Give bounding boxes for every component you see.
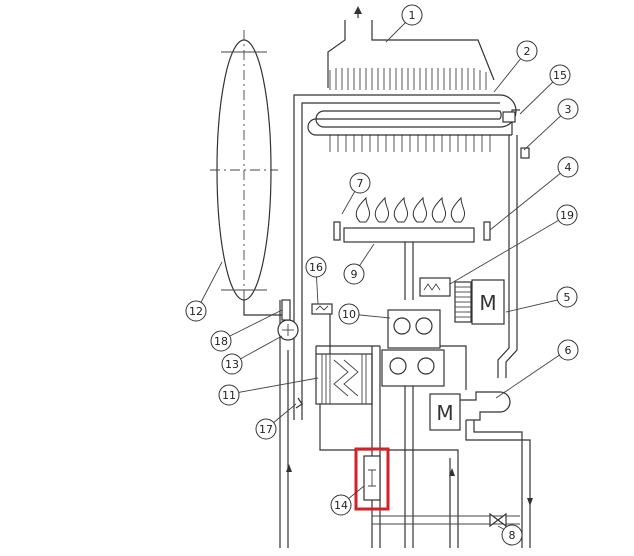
callout-circle (330, 494, 352, 516)
callout-number: 19 (560, 209, 574, 222)
heat-exchanger-tubes (293, 94, 530, 420)
flue-hood (327, 6, 495, 152)
callout-number: 3 (565, 103, 572, 116)
callout-circle (218, 384, 240, 406)
callout-circle (305, 256, 327, 278)
callout-1: 1 (401, 4, 423, 26)
callout-circle (338, 303, 360, 325)
gas-valve (381, 309, 445, 548)
fan-assembly: M (419, 277, 505, 325)
callout-14: 14 (330, 494, 352, 516)
callout-circle (549, 64, 571, 86)
callout-number: 15 (553, 69, 567, 82)
callout-9: 9 (343, 263, 365, 285)
callout-number: 11 (222, 389, 236, 402)
callout-circle (401, 4, 423, 26)
callout-15: 15 (549, 64, 571, 86)
fan-motor-label: M (479, 291, 496, 315)
callout-number: 16 (309, 261, 323, 274)
callout-7: 7 (349, 172, 371, 194)
callout-circle (349, 172, 371, 194)
callout-number: 5 (564, 291, 571, 304)
callout-13: 13 (221, 353, 243, 375)
callout-12: 12 (185, 300, 207, 322)
pump: M (429, 391, 531, 548)
callout-17: 17 (255, 418, 277, 440)
burner-assembly (333, 196, 491, 300)
callout-number: 17 (259, 423, 273, 436)
callout-number: 7 (357, 177, 364, 190)
callout-number: 9 (351, 268, 358, 281)
callout-circle (557, 98, 579, 120)
callout-18: 18 (210, 330, 232, 352)
callout-number: 1 (409, 9, 416, 22)
callout-circle (557, 156, 579, 178)
callout-6: 6 (557, 339, 579, 361)
highlight-box (354, 447, 390, 511)
flow-sensor (363, 455, 381, 501)
callout-16: 16 (305, 256, 327, 278)
callout-circle (255, 418, 277, 440)
callout-circle (556, 204, 578, 226)
callout-number: 13 (225, 358, 239, 371)
callout-number: 10 (342, 308, 356, 321)
callout-2: 2 (516, 40, 538, 62)
callout-number: 4 (565, 161, 572, 174)
pump-motor-label: M (436, 401, 453, 425)
callout-circle (185, 300, 207, 322)
callout-8: 8 (501, 524, 523, 546)
plate-heat-exchanger (315, 353, 373, 405)
callout-circle (556, 286, 578, 308)
callout-number: 14 (334, 499, 348, 512)
callout-number: 6 (565, 344, 572, 357)
callout-number: 18 (214, 335, 228, 348)
callout-number: 8 (509, 529, 516, 542)
callout-number: 12 (189, 305, 203, 318)
pipework (277, 299, 533, 548)
callout-3: 3 (557, 98, 579, 120)
leader-lines (196, 15, 568, 535)
expansion-vessel (210, 30, 282, 316)
callout-10: 10 (338, 303, 360, 325)
callout-11: 11 (218, 384, 240, 406)
callout-4: 4 (557, 156, 579, 178)
callout-number: 2 (524, 45, 531, 58)
callout-circle (210, 330, 232, 352)
callout-circle (221, 353, 243, 375)
callout-19: 19 (556, 204, 578, 226)
callout-circle (343, 263, 365, 285)
callout-5: 5 (556, 286, 578, 308)
callout-circle (516, 40, 538, 62)
callout-circle (557, 339, 579, 361)
callout-circle (501, 524, 523, 546)
